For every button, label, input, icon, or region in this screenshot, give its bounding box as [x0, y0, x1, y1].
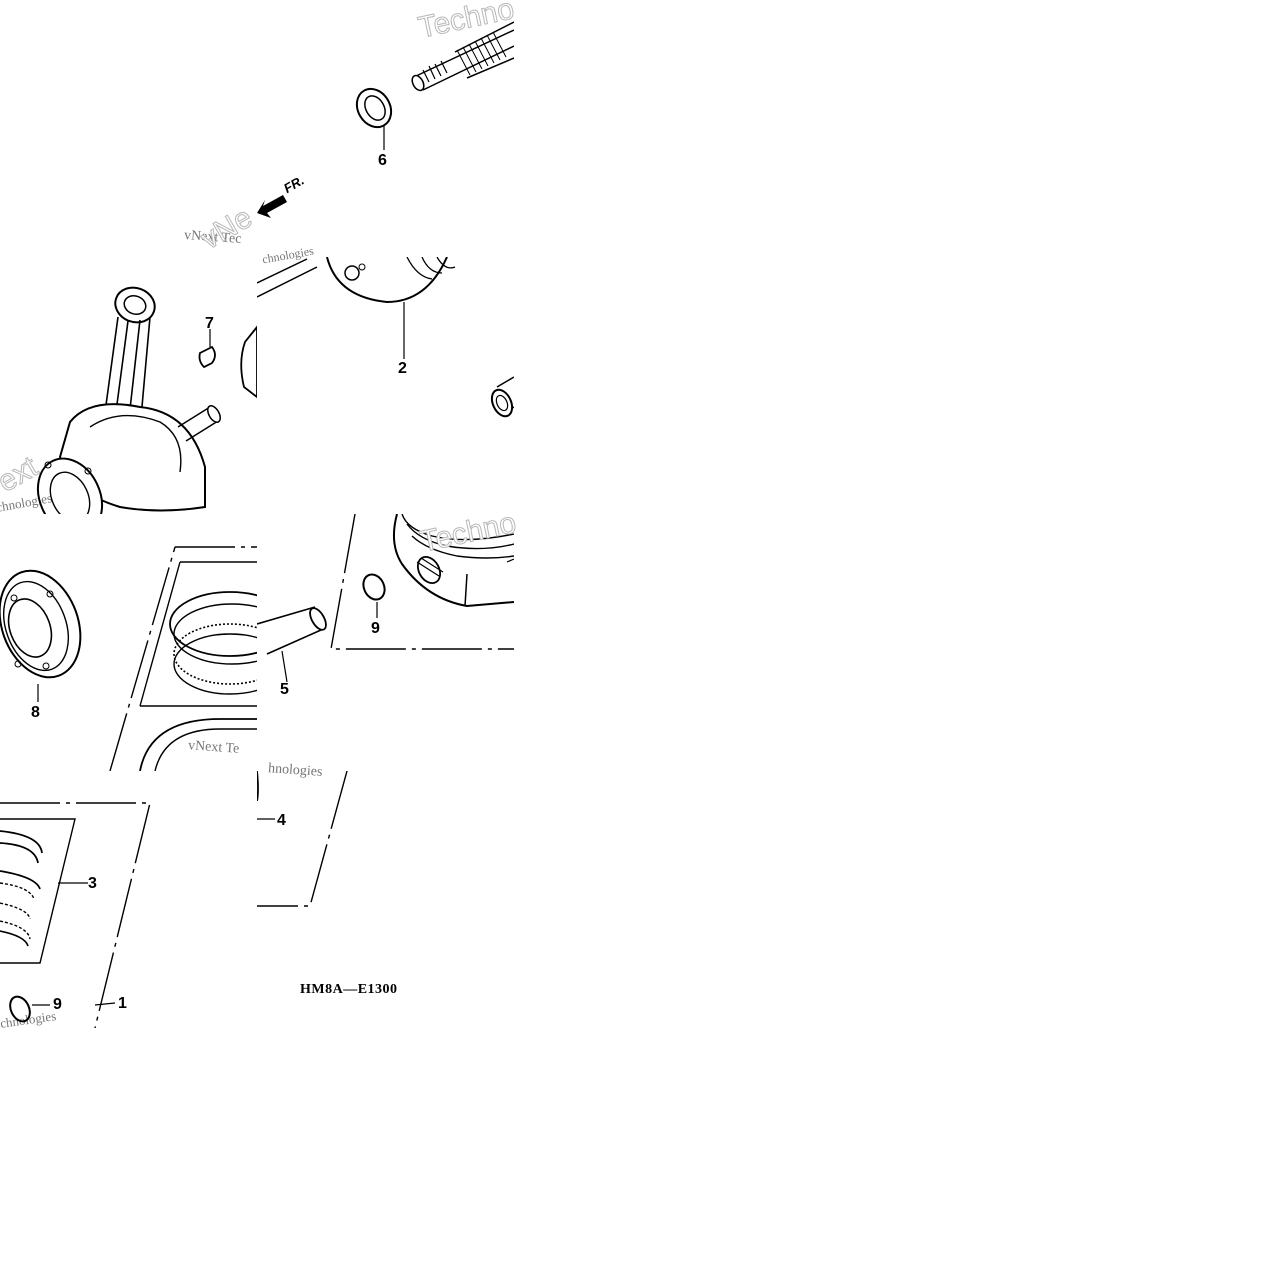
tile-piston-rings	[0, 771, 257, 1028]
bearing-drawing	[0, 546, 257, 771]
callout-9-lower: 9	[53, 996, 62, 1013]
callout-1: 1	[118, 995, 127, 1012]
crankshaft-end-drawing	[257, 21, 514, 218]
callout-5: 5	[280, 681, 289, 698]
tile-crankshaft	[257, 257, 514, 514]
tile-bearing	[0, 514, 257, 771]
tile-connecting-rod	[0, 257, 257, 514]
tile-ring-box	[257, 771, 514, 1028]
callout-2: 2	[398, 360, 407, 377]
connecting-rod-drawing	[36, 286, 257, 514]
ring-box-drawing	[257, 771, 348, 907]
piston-rings-drawing	[0, 802, 151, 1028]
diagram-code: HM8A—E1300	[300, 982, 398, 997]
piston-drawing	[257, 514, 514, 683]
callout-4: 4	[277, 812, 286, 829]
crankshaft-drawing	[257, 257, 514, 418]
tile-crankshaft-end	[257, 0, 514, 257]
callout-6: 6	[378, 152, 387, 169]
callout-9: 9	[371, 620, 380, 637]
watermark: vNe	[195, 200, 259, 257]
tile-piston	[257, 514, 514, 771]
callout-7: 7	[205, 315, 214, 332]
callout-3: 3	[88, 875, 97, 892]
callout-8: 8	[31, 704, 40, 721]
